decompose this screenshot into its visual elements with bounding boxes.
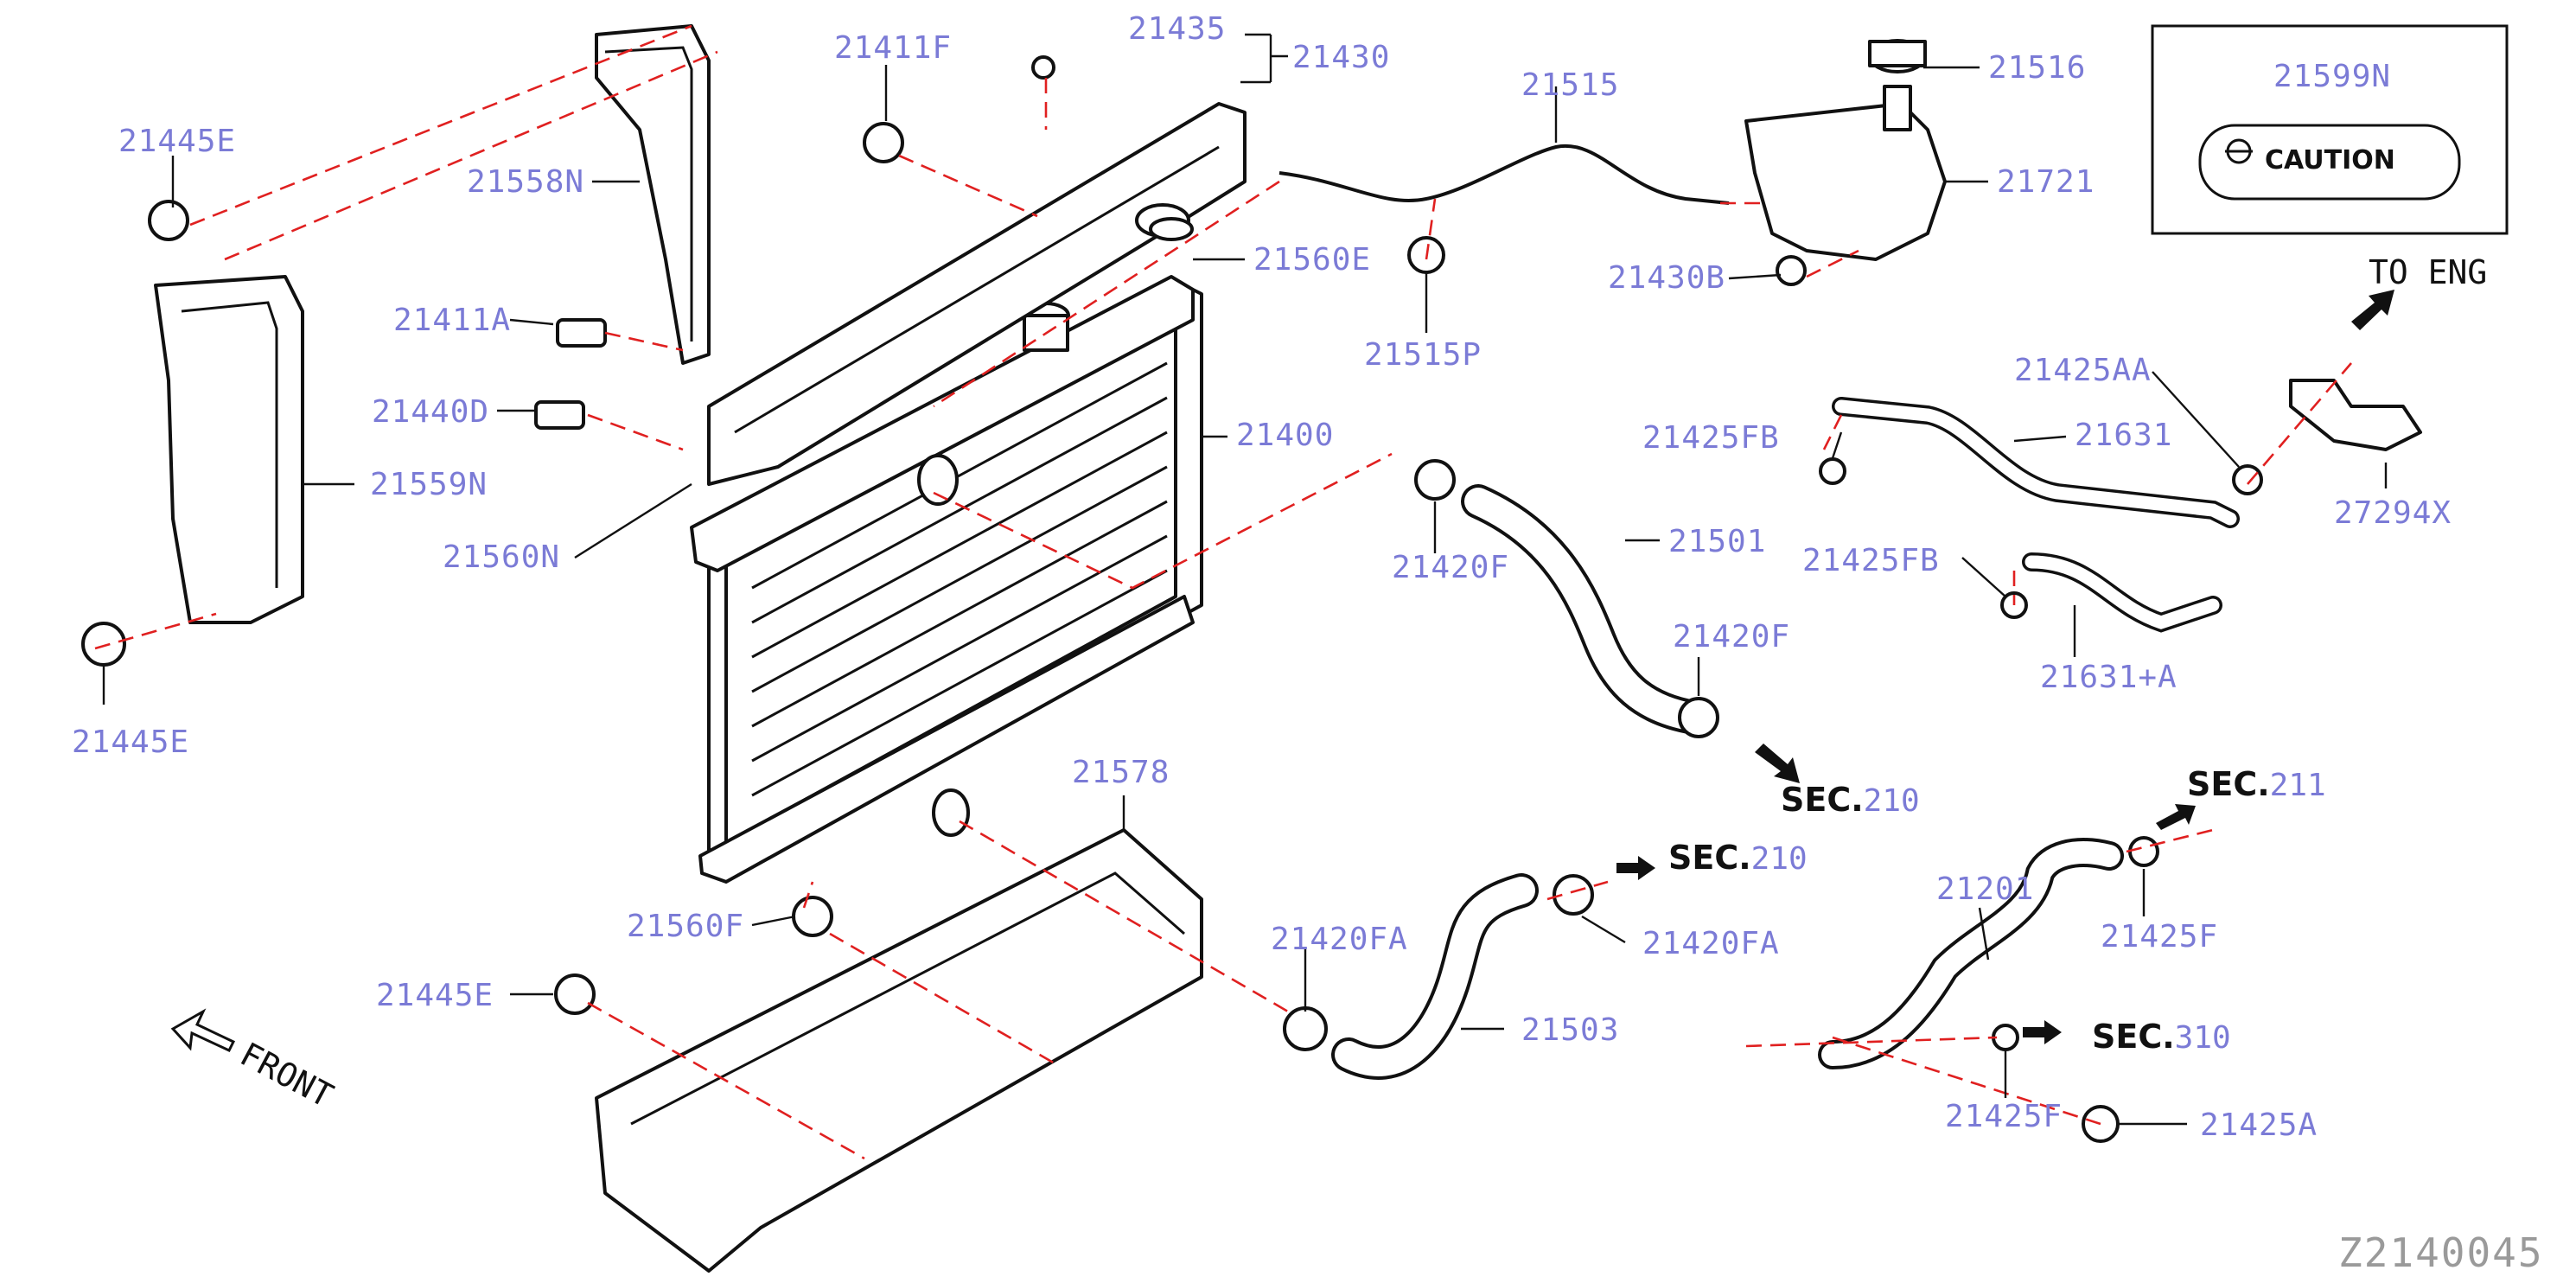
reservoir-tank bbox=[1744, 39, 1947, 261]
label-21425A: 21425A bbox=[2200, 1107, 2318, 1143]
label-27294X: 27294X bbox=[2334, 495, 2452, 531]
label-21411A: 21411A bbox=[393, 303, 511, 338]
sec-ref-310[interactable]: SEC.310 bbox=[2092, 1018, 2231, 1056]
upper-radiator-support bbox=[707, 102, 1247, 486]
label-21435: 21435 bbox=[1128, 11, 1226, 47]
label-21631: 21631 bbox=[2075, 418, 2172, 453]
label-21445E-top: 21445E bbox=[118, 124, 236, 159]
label-21560F: 21560F bbox=[627, 909, 744, 944]
label-21201: 21201 bbox=[1936, 871, 2034, 907]
label-21501: 21501 bbox=[1668, 524, 1766, 559]
label-21425FB-bottom: 21425FB bbox=[1802, 543, 1940, 578]
label-21445E-low: 21445E bbox=[376, 978, 494, 1013]
label-21503: 21503 bbox=[1521, 1012, 1619, 1048]
label-21599N: 21599N bbox=[2273, 59, 2391, 94]
label-21445E-bottom: 21445E bbox=[72, 724, 189, 760]
label-21440D: 21440D bbox=[372, 394, 489, 430]
direction-arrows bbox=[170, 290, 2394, 1052]
label-21430B: 21430B bbox=[1608, 260, 1725, 296]
small-fasteners bbox=[81, 55, 2263, 1143]
part-number-labels: 21445E 21558N 21411A 21440D 21559N 21560… bbox=[72, 11, 2452, 1143]
label-21558N: 21558N bbox=[467, 164, 584, 200]
caution-plate bbox=[2198, 124, 2461, 201]
label-21420F-mid: 21420F bbox=[1673, 619, 1790, 654]
label-21578: 21578 bbox=[1072, 755, 1170, 790]
label-21631A: 21631+A bbox=[2040, 660, 2177, 695]
label-21425F-top: 21425F bbox=[2101, 919, 2218, 954]
lower-air-guide bbox=[595, 828, 1203, 1273]
caution-label-box bbox=[2151, 24, 2509, 235]
label-21560E: 21560E bbox=[1253, 242, 1371, 278]
front-label: FRONT bbox=[234, 1035, 340, 1115]
label-21559N: 21559N bbox=[370, 467, 488, 502]
sec-ref-210-lower[interactable]: SEC.210 bbox=[1668, 839, 1808, 877]
upper-side-bracket bbox=[595, 24, 711, 365]
label-21420FA-right: 21420FA bbox=[1642, 926, 1780, 961]
label-21430: 21430 bbox=[1292, 40, 1390, 75]
section-references: SEC.210 SEC.210 SEC.211 SEC.310 bbox=[1668, 765, 2326, 1056]
leader-lines bbox=[102, 33, 2388, 1126]
to-engine-label: TO ENG bbox=[2369, 253, 2487, 291]
label-21420F-top: 21420F bbox=[1392, 550, 1509, 585]
water-pipe-assembly bbox=[1818, 838, 2124, 1069]
label-21560N: 21560N bbox=[443, 539, 560, 575]
radiator-core bbox=[690, 275, 1203, 884]
label-21400: 21400 bbox=[1236, 418, 1334, 453]
sec-ref-210-upper[interactable]: SEC.210 bbox=[1781, 781, 1920, 819]
dashed-alignment-lines bbox=[94, 24, 2352, 1160]
label-21420FA-left: 21420FA bbox=[1271, 922, 1408, 957]
diagram-id: Z2140045 bbox=[2338, 1229, 2544, 1276]
overflow-hose bbox=[1278, 144, 1730, 205]
label-21425FB-top: 21425FB bbox=[1642, 420, 1780, 456]
caution-text: CAUTION bbox=[2265, 145, 2395, 176]
label-21425F-bottom: 21425F bbox=[1945, 1099, 2063, 1134]
label-21411F: 21411F bbox=[834, 30, 952, 66]
label-21515P: 21515P bbox=[1364, 337, 1482, 373]
label-21515: 21515 bbox=[1521, 67, 1619, 103]
left-air-guide bbox=[154, 275, 304, 624]
engine-bracket bbox=[2289, 379, 2422, 451]
sec-ref-211[interactable]: SEC.211 bbox=[2187, 765, 2326, 803]
label-21516: 21516 bbox=[1988, 50, 2086, 86]
label-21721: 21721 bbox=[1997, 164, 2095, 200]
label-21425AA: 21425AA bbox=[2014, 353, 2152, 388]
